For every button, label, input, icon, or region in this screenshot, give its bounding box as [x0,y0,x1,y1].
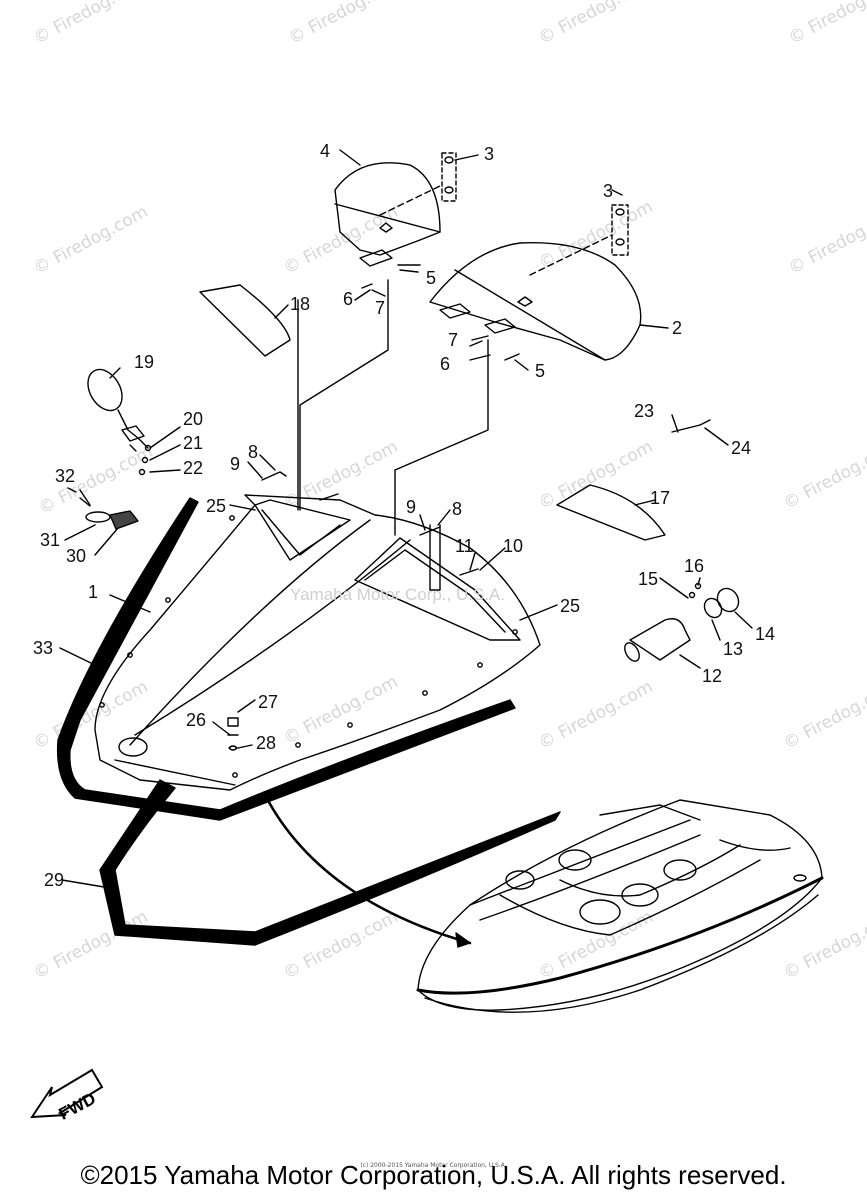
callout: 25 [206,496,226,516]
callout: 30 [66,546,86,566]
panel-17 [556,484,666,541]
callout: 23 [634,401,654,421]
callout: 25 [560,596,580,616]
callout: 8 [452,499,462,519]
callout: 27 [258,692,278,712]
windshield-large [429,204,642,361]
trim-strip-29 [99,779,561,946]
callout: 22 [183,458,203,478]
fwd-arrow-icon: FWD [30,1068,104,1124]
callout: 20 [183,409,203,429]
callout: 33 [33,638,53,658]
callout: 14 [755,624,775,644]
callout: 21 [183,433,203,453]
windshield-small [334,152,457,267]
panel-18 [199,284,291,357]
copyright-notice: ©2015 Yamaha Motor Corporation, U.S.A. A… [80,1160,787,1190]
callout: 16 [684,556,704,576]
callout: 10 [503,536,523,556]
hardware-30-32 [67,487,139,530]
cylinder-12 [624,582,740,662]
callout: 1 [88,582,98,602]
callout: 28 [256,733,276,753]
boat-illustration [416,799,824,1013]
callout: 12 [702,666,722,686]
callout: 7 [375,298,385,318]
callout: 18 [290,294,310,314]
callout: 9 [230,454,240,474]
fine-print: (c) 2000-2015 Yamaha Motor Corporation, … [360,1162,507,1169]
callout: 5 [535,361,545,381]
yamaha-stamp: Yamaha Motor Corp., U.S.A. [290,585,505,604]
callout: 2 [672,318,682,338]
callout: 11 [455,536,474,556]
callout: 3 [484,144,494,164]
callout: 15 [638,569,658,589]
callout: 8 [248,442,258,462]
callout: 32 [55,466,75,486]
callout: 6 [343,289,353,309]
callout: 5 [426,268,436,288]
callout: 9 [406,497,416,517]
callout: 17 [650,488,670,508]
hardware-20-22 [138,444,152,476]
mirror-19 [87,368,149,452]
callout: 29 [44,870,64,890]
callout: 24 [731,438,751,458]
callout: 4 [320,141,330,161]
callout: 19 [134,352,154,372]
callout: 3 [603,181,613,201]
callout: 31 [40,530,60,550]
trim-strip-33 [56,497,516,821]
bow-deck [94,494,541,791]
callout: 26 [186,710,206,730]
callout: 7 [448,330,458,350]
callout: 6 [440,354,450,374]
callouts: 4 3 3 5 6 7 2 7 6 5 18 19 20 21 22 23 24… [33,141,775,890]
callout: 13 [723,639,743,659]
